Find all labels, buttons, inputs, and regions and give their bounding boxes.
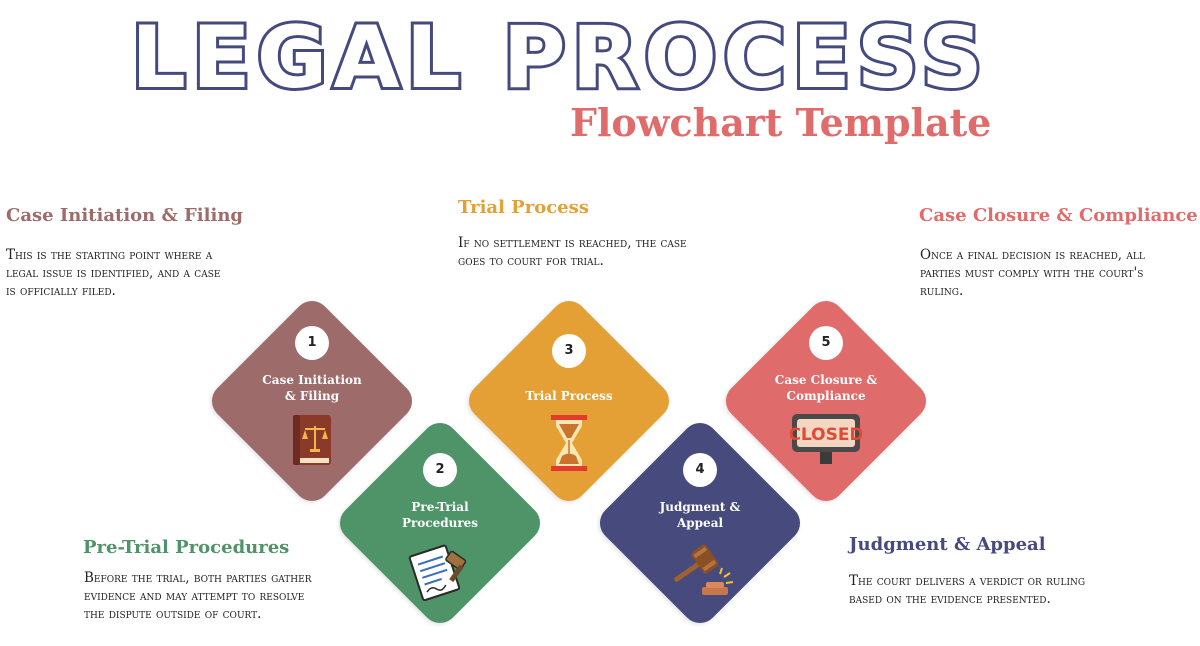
closed-sign-text: CLOSED bbox=[790, 425, 862, 445]
step-3-number: 3 bbox=[552, 334, 586, 368]
step-4-node-label: Judgment & Appeal bbox=[659, 500, 741, 530]
step-2-number: 2 bbox=[423, 453, 457, 487]
step-1-heading: Case Initiation & Filing bbox=[6, 205, 243, 226]
step-4-heading: Judgment & Appeal bbox=[849, 534, 1046, 555]
step-5-description: Once a final decision is reached, all pa… bbox=[920, 247, 1145, 299]
page-subtitle: Flowchart Template bbox=[570, 100, 992, 145]
step-2-heading: Pre-Trial Procedures bbox=[83, 537, 290, 558]
page-title: LEGAL PROCESS bbox=[128, 5, 989, 111]
closed-sign-icon: CLOSED bbox=[790, 414, 862, 464]
step-5-heading: Case Closure & Compliance bbox=[919, 205, 1198, 226]
step-3-heading: Trial Process bbox=[458, 197, 589, 218]
step-1-description: This is the starting point where a legal… bbox=[6, 247, 221, 299]
step-5-node-label: Case Closure & Compliance bbox=[774, 373, 878, 403]
law-book-icon bbox=[293, 415, 331, 465]
step-1-node-label: Case Initiation & Filing bbox=[262, 373, 362, 403]
step-2-description: Before the trial, both parties gather ev… bbox=[84, 570, 312, 622]
step-5-node: 5 Case Closure & Compliance CLOSED bbox=[756, 326, 896, 466]
step-4-description: The court delivers a verdict or ruling b… bbox=[849, 573, 1086, 607]
step-1-node: 1 Case Initiation & Filing bbox=[242, 326, 382, 468]
step-3-description: If no settlement is reached, the case go… bbox=[458, 235, 687, 269]
step-4-number: 4 bbox=[683, 453, 717, 487]
step-5-number: 5 bbox=[809, 326, 843, 360]
step-3-node: 3 Trial Process bbox=[499, 334, 639, 474]
step-2-node-label: Pre-Trial Procedures bbox=[401, 500, 479, 530]
gavel-icon bbox=[674, 544, 734, 595]
hourglass-icon bbox=[551, 415, 587, 471]
step-2-node: 2 Pre-Trial Procedures bbox=[370, 453, 510, 601]
document-stamp-icon bbox=[408, 544, 467, 601]
step-3-node-label: Trial Process bbox=[525, 389, 613, 403]
step-4-node: 4 Judgment & Appeal bbox=[630, 453, 770, 601]
step-1-number: 1 bbox=[295, 326, 329, 360]
